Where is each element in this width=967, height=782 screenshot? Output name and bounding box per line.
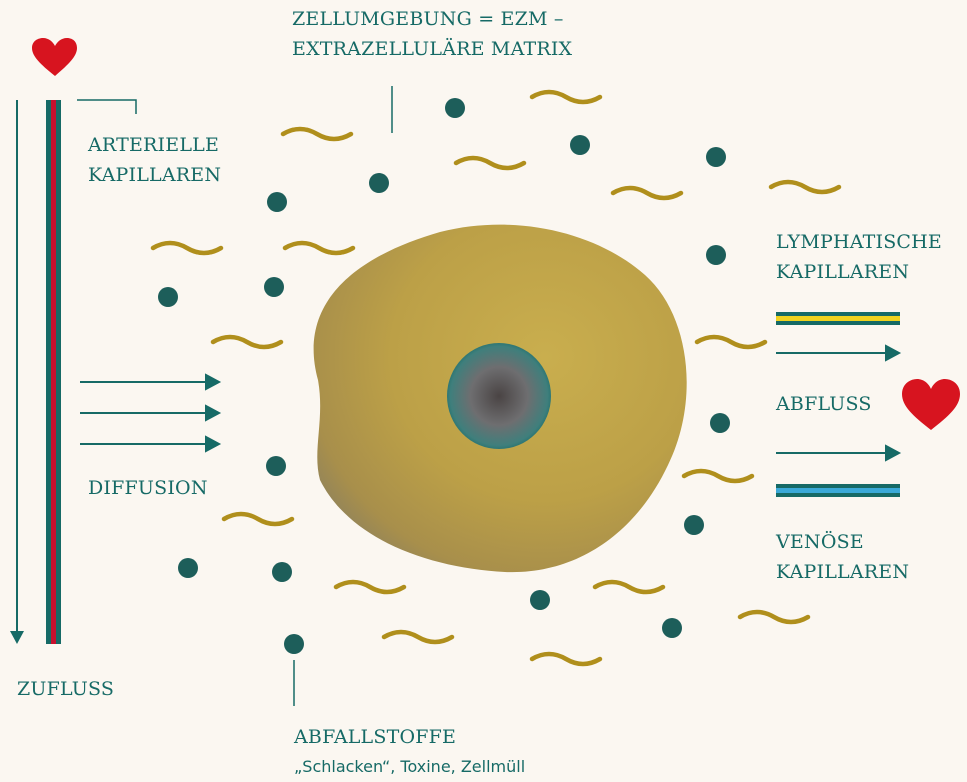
outflow-label: ABFLUSS: [776, 389, 872, 419]
particle: [570, 135, 590, 155]
fiber: [595, 582, 663, 592]
particle: [267, 192, 287, 212]
particle: [264, 277, 284, 297]
fiber: [384, 632, 452, 642]
fiber: [697, 337, 765, 347]
fiber: [285, 243, 353, 253]
cell-nucleus: [447, 343, 551, 449]
venous-label: VENÖSE KAPILLAREN: [776, 527, 909, 587]
particle: [266, 456, 286, 476]
arterial-label: ARTERIELLE KAPILLAREN: [88, 130, 221, 190]
fiber: [224, 514, 292, 524]
venous-label-line2: KAPILLAREN: [776, 557, 909, 587]
particle: [272, 562, 292, 582]
venous-label-line1: VENÖSE: [776, 527, 909, 557]
particle: [445, 98, 465, 118]
fiber: [771, 182, 839, 192]
lymphatic-label-line2: KAPILLAREN: [776, 257, 942, 287]
waste-subtitle: „Schlacken“, Toxine, Zellmüll: [294, 757, 525, 776]
fiber: [283, 129, 351, 139]
particle: [369, 173, 389, 193]
fiber: [153, 243, 221, 253]
arterial-capillary: [46, 100, 61, 644]
particle: [710, 413, 730, 433]
fiber: [532, 654, 600, 664]
particle: [530, 590, 550, 610]
lymphatic-label: LYMPHATISCHE KAPILLAREN: [776, 227, 942, 287]
inflow-arrow: [10, 100, 24, 644]
arterial-label-line1: ARTERIELLE: [88, 130, 221, 160]
ezm-label-line2: EXTRAZELLULÄRE MATRIX: [292, 34, 572, 64]
particle: [158, 287, 178, 307]
lymphatic-label-line1: LYMPHATISCHE: [776, 227, 942, 257]
fiber: [336, 582, 404, 592]
diffusion-label: DIFFUSION: [88, 473, 208, 503]
heart-icon: [902, 379, 960, 430]
inflow-label: ZUFLUSS: [17, 674, 114, 704]
particle: [178, 558, 198, 578]
particle: [706, 245, 726, 265]
particle: [662, 618, 682, 638]
particle: [706, 147, 726, 167]
lymphatic-capillary: [776, 312, 900, 325]
particle: [684, 515, 704, 535]
fiber: [740, 612, 808, 622]
fiber: [613, 188, 681, 198]
heart-icon: [32, 38, 77, 76]
ezm-label-line1: ZELLUMGEBUNG = EZM –: [292, 4, 572, 34]
arterial-label-line2: KAPILLAREN: [88, 160, 221, 190]
arterial-leader-line: [77, 100, 136, 114]
waste-title: ABFALLSTOFFE: [294, 722, 456, 752]
fiber: [456, 158, 524, 168]
fiber: [532, 92, 600, 102]
diffusion-arrows: [80, 375, 219, 451]
particle: [284, 634, 304, 654]
fiber: [213, 337, 281, 347]
fiber: [684, 471, 752, 481]
ezm-label: ZELLUMGEBUNG = EZM – EXTRAZELLULÄRE MATR…: [292, 4, 572, 64]
venous-capillary: [776, 484, 900, 497]
